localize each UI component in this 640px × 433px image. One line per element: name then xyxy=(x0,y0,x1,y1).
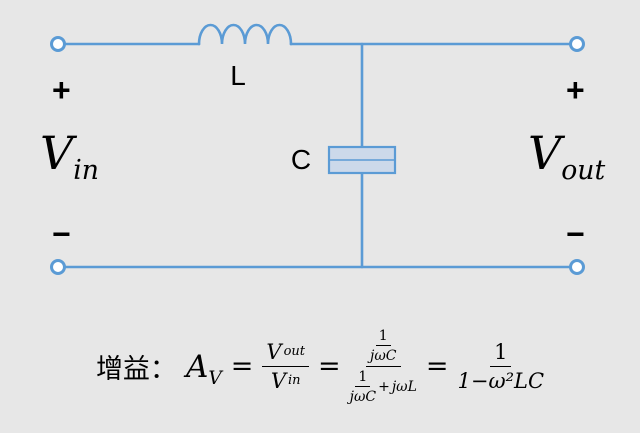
one-over-jwc-top: 1 jωC xyxy=(370,328,397,364)
circuit-diagram xyxy=(50,23,585,275)
equals-sign-1: = xyxy=(230,351,254,382)
vout-minus-sign: − xyxy=(566,216,585,252)
gain-symbol: AV xyxy=(185,348,222,389)
vout-subscript: out xyxy=(561,155,606,187)
vin-base: V xyxy=(40,126,74,180)
terminal-bottom-right xyxy=(569,259,585,275)
impedance-fraction-numerator: 1 jωC xyxy=(366,328,401,367)
vout-label: Vout xyxy=(528,130,605,184)
one-over-jwc-bottom: 1 jωC xyxy=(349,369,377,405)
vin-subscript: in xyxy=(73,155,99,187)
inductor-label: L xyxy=(230,60,246,91)
vin-plus-sign: + xyxy=(52,72,71,108)
terminal-top-right xyxy=(569,36,585,52)
impedance-fraction-denominator: 1 jωC + jωL xyxy=(350,367,417,405)
vin-minus-sign: − xyxy=(52,216,71,252)
terminal-top-left xyxy=(50,36,66,52)
jwl-term: jωL xyxy=(391,379,417,395)
final-fraction-denominator: 1−ω²LC xyxy=(457,369,545,393)
terminal-bottom-left xyxy=(50,259,66,275)
final-fraction: 1 1−ω²LC xyxy=(458,340,545,393)
vout-plus-sign: + xyxy=(566,72,585,108)
impedance-fraction: 1 jωC 1 jωC + jωL xyxy=(350,328,417,405)
vout-base: V xyxy=(528,126,562,180)
capacitor-label: C xyxy=(290,144,312,175)
inductor-coil xyxy=(197,23,293,46)
plus-sign: + xyxy=(378,379,390,395)
gain-symbol-subscript: V xyxy=(208,367,222,389)
vin-label: Vin xyxy=(40,130,99,184)
final-fraction-numerator: 1 xyxy=(490,340,512,367)
equals-sign-2: = xyxy=(318,351,341,382)
equals-sign-3: = xyxy=(425,351,449,382)
gain-label-cjk: 增益： xyxy=(95,354,177,384)
